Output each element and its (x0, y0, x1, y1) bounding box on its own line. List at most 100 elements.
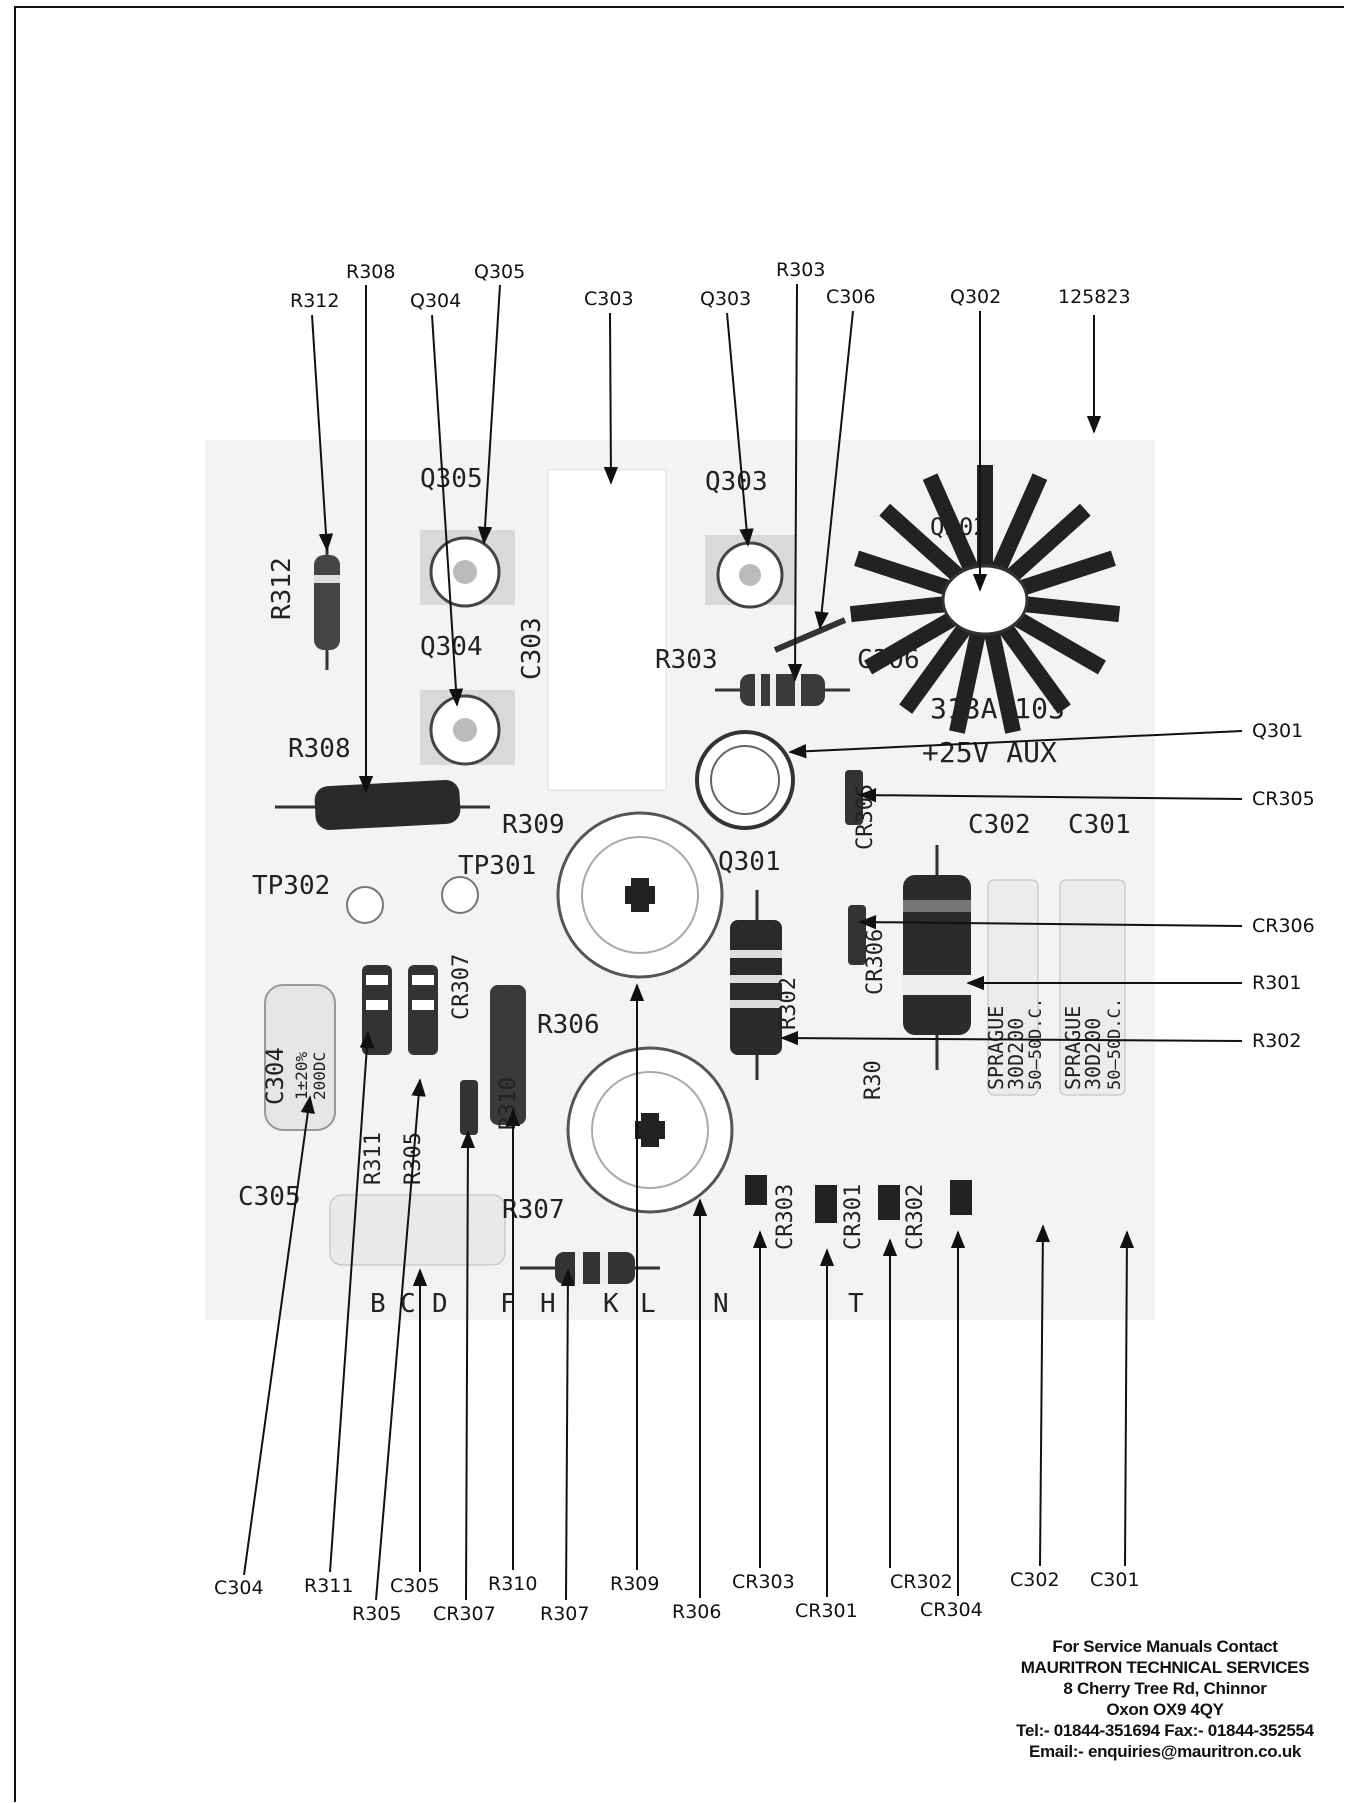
pin-b: B (370, 1289, 386, 1319)
callout-c306: C306 (826, 286, 876, 308)
callout-r307: R307 (540, 1603, 589, 1625)
transistor-q302-heatsink (849, 465, 1121, 734)
contact-street: 8 Cherry Tree Rd, Chinnor (1063, 1679, 1267, 1698)
contact-company: MAURITRON TECHNICAL SERVICES (1020, 1658, 1310, 1677)
capacitor-c305 (329, 1194, 506, 1266)
transistor-q303 (705, 535, 795, 609)
silk-r312: R312 (267, 557, 297, 620)
callout-r312: R312 (290, 290, 339, 312)
leader-r302 (780, 1030, 1243, 1046)
test-point-tp301 (441, 876, 479, 914)
callout-r305: R305 (352, 1603, 401, 1625)
silk-c304-value-1: 1±20% (292, 1051, 311, 1100)
board-photo (205, 440, 1155, 1320)
callout-cr306: CR306 (1252, 915, 1315, 937)
callouts-bottom: C304 R311 R305 C305 CR307 R310 R307 R309… (214, 1569, 1140, 1625)
silk-cr307: CR307 (449, 954, 474, 1020)
callout-q301: Q301 (1252, 720, 1303, 742)
callout-cr301: CR301 (795, 1600, 858, 1622)
silk-r309: R309 (502, 810, 565, 840)
pin-d: D (432, 1289, 448, 1319)
diode-cr305 (845, 770, 863, 825)
callout-r309: R309 (610, 1573, 659, 1595)
silkscreen-labels: Q305 Q304 Q303 Q302 Q301 C303 C306 C302 … (238, 464, 1131, 1319)
silk-c302-rating: 50—50D.C. (1026, 998, 1046, 1090)
callout-cr304: CR304 (920, 1599, 983, 1621)
callout-125823: 125823 (1058, 286, 1131, 308)
page-frame (14, 6, 1344, 1802)
capacitor-c303-body (547, 469, 667, 791)
silk-cr301: CR301 (841, 1184, 866, 1250)
silk-c302-make: SPRAGUE (984, 1006, 1008, 1090)
callouts-right: Q301 CR305 CR306 R301 R302 (1252, 720, 1315, 1052)
pin-t: T (848, 1289, 864, 1319)
leader-lines (243, 283, 1243, 1601)
transistor-q301 (695, 730, 795, 830)
resistor-r302 (730, 890, 782, 1080)
callout-c302: C302 (1010, 1569, 1060, 1591)
leader-c306 (814, 310, 854, 630)
leader-q303 (726, 312, 754, 547)
contact-phone-fax: Tel:- 01844-351694 Fax:- 01844-352554 (1016, 1721, 1314, 1740)
leader-c302 (1035, 1224, 1051, 1567)
silk-cr303: CR303 (773, 1184, 798, 1250)
silk-tp302: TP302 (252, 871, 330, 901)
service-contact-block: For Service Manuals Contact MAURITRON TE… (1015, 1636, 1315, 1762)
callout-q303: Q303 (700, 288, 751, 310)
diode-cr307 (460, 1080, 478, 1135)
diode-cr302 (878, 1185, 900, 1220)
callout-q302: Q302 (950, 286, 1001, 308)
contact-town: Oxon OX9 4QY (1106, 1700, 1224, 1719)
callout-r303: R303 (776, 259, 825, 281)
leader-q305 (477, 284, 501, 545)
silk-r310: R310 (496, 1077, 521, 1130)
capacitor-c306 (773, 617, 847, 653)
silk-c302: C302 (968, 810, 1031, 840)
resistor-r301 (903, 845, 971, 1070)
leader-c301 (1119, 1230, 1135, 1567)
silk-cr305: CR305 (853, 784, 878, 850)
capacitor-c302 (987, 879, 1039, 1096)
transistor-q304 (420, 690, 515, 766)
resistor-r312 (314, 535, 340, 670)
pin-h: H (540, 1289, 556, 1319)
capacitor-c304 (264, 984, 336, 1131)
callout-cr303: CR303 (732, 1571, 795, 1593)
callout-c305: C305 (390, 1575, 440, 1597)
silk-c301-rating: 50—50D.C. (1105, 998, 1125, 1090)
contact-heading: For Service Manuals Contact (1052, 1637, 1278, 1656)
diode-cr301 (815, 1185, 837, 1223)
potentiometer-r306 (566, 1046, 734, 1214)
silk-r306: R306 (537, 1010, 600, 1040)
pin-l: L (640, 1289, 656, 1319)
silk-r302: R302 (776, 977, 801, 1030)
callout-r311: R311 (304, 1575, 353, 1597)
silk-q304: Q304 (420, 632, 483, 662)
silk-c305: C305 (238, 1182, 301, 1212)
silk-c306: C306 (857, 645, 920, 675)
contact-email: Email:- enquiries@mauritron.co.uk (1028, 1742, 1302, 1761)
diode-cr303 (745, 1175, 767, 1205)
diode-cr304 (950, 1180, 972, 1215)
leader-cr305 (858, 787, 1243, 803)
leader-c304 (243, 1095, 315, 1576)
callout-cr302: CR302 (890, 1571, 953, 1593)
silk-q302: Q302 (930, 513, 988, 541)
resistor-r308 (275, 779, 490, 831)
callout-r302: R302 (1252, 1030, 1301, 1052)
callout-c303: C303 (584, 288, 634, 310)
silk-c301: C301 (1068, 810, 1131, 840)
silk-cr306: CR306 (863, 929, 888, 995)
silk-c302-type: 30D200 (1004, 1018, 1028, 1090)
leader-r311 (329, 1030, 375, 1573)
silk-q303: Q303 (705, 467, 768, 497)
callouts-top: R312 R308 Q304 Q305 C303 Q303 R303 C306 … (290, 259, 1131, 312)
pin-n: N (713, 1289, 729, 1319)
test-point-tp302 (346, 886, 384, 924)
callout-q305: Q305 (474, 261, 525, 283)
leader-cr306 (858, 914, 1243, 930)
silk-part-number: 313A-103 (930, 692, 1065, 725)
silk-q305: Q305 (420, 464, 483, 494)
callout-c301: C301 (1090, 1569, 1140, 1591)
